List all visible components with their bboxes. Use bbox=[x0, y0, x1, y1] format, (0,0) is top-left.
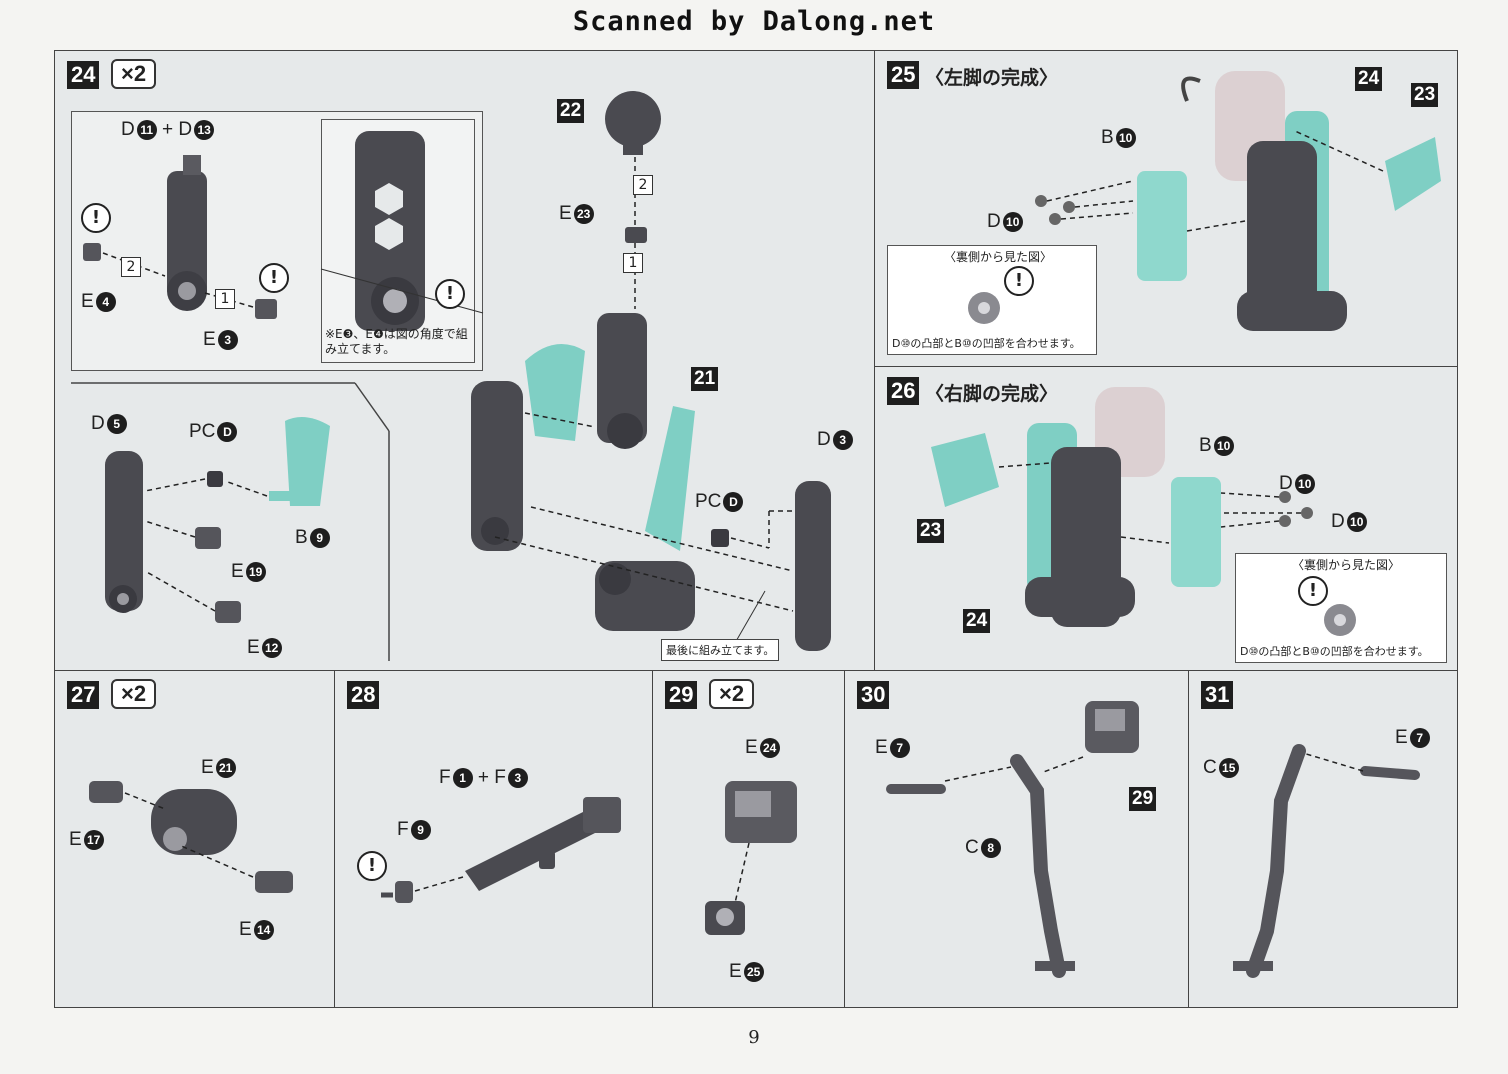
part-tag-24: 24 bbox=[963, 609, 991, 633]
caution-icon: ! bbox=[81, 203, 111, 233]
step-30-artwork bbox=[886, 701, 1139, 978]
step-number: 28 bbox=[347, 681, 380, 709]
assemble-last-note: 最後に組み立てます。 bbox=[661, 639, 780, 661]
part-tag-23: 23 bbox=[1411, 83, 1439, 107]
part-tag-22: 22 bbox=[557, 99, 585, 123]
step-28-artwork bbox=[381, 797, 621, 903]
inset-note: D⑩の凸部とB⑩の凹部を合わせます。 bbox=[892, 337, 1081, 350]
step-27-artwork bbox=[89, 781, 293, 893]
step-29-artwork bbox=[705, 781, 797, 935]
inset-title: 〈裏側から見た図〉 bbox=[1292, 558, 1401, 572]
order-box-2: 2 bbox=[633, 175, 653, 195]
caution-icon: ! bbox=[1298, 576, 1328, 606]
back-view-inset: 〈裏側から見た図〉 ! D⑩の凸部とB⑩の凹部を合わせます。 bbox=[1235, 553, 1447, 663]
part-tag-29: 29 bbox=[1129, 787, 1157, 811]
inset-artwork bbox=[968, 292, 1000, 324]
back-view-inset: 〈裏側から見た図〉 ! D⑩の凸部とB⑩の凹部を合わせます。 bbox=[887, 245, 1097, 355]
part-tag-21: 21 bbox=[691, 367, 719, 391]
step-24-artwork bbox=[71, 91, 831, 661]
step-number: 24 bbox=[67, 61, 100, 89]
step-title: 〈右脚の完成〉 bbox=[925, 383, 1059, 405]
caution-icon: ! bbox=[259, 263, 289, 293]
part-tag-23: 23 bbox=[917, 519, 945, 543]
step-number: 26 bbox=[887, 377, 920, 405]
page-number: 9 bbox=[748, 1027, 760, 1048]
multiplier-badge: ×2 bbox=[111, 59, 157, 89]
caution-icon: ! bbox=[357, 851, 387, 881]
inset-title: 〈裏側から見た図〉 bbox=[944, 250, 1053, 264]
inset-note: D⑩の凸部とB⑩の凹部を合わせます。 bbox=[1240, 645, 1429, 658]
step-26-artwork bbox=[931, 387, 1313, 627]
order-box-2: 2 bbox=[121, 257, 141, 277]
step-number: 25 bbox=[887, 61, 920, 89]
caution-icon: ! bbox=[435, 279, 465, 309]
step-title: 〈左脚の完成〉 bbox=[925, 67, 1059, 89]
step-number: 27 bbox=[67, 681, 100, 709]
step-number: 30 bbox=[857, 681, 890, 709]
step-24-panel: 24 ×2 bbox=[54, 50, 876, 672]
inset-artwork bbox=[1324, 604, 1356, 636]
caution-icon: ! bbox=[1004, 266, 1034, 296]
step-31-artwork bbox=[1233, 744, 1420, 978]
assembly-angle-note: ※E❸、E❹は図の角度で組み立てます。 bbox=[325, 327, 468, 356]
multiplier-badge: ×2 bbox=[111, 679, 157, 709]
step-number: 31 bbox=[1201, 681, 1234, 709]
order-box-1: 1 bbox=[623, 253, 643, 273]
part-tag-24: 24 bbox=[1355, 67, 1383, 91]
order-box-1: 1 bbox=[215, 289, 235, 309]
multiplier-badge: ×2 bbox=[709, 679, 755, 709]
step-number: 29 bbox=[665, 681, 698, 709]
step-25-artwork bbox=[1035, 71, 1441, 331]
scan-credit: Scanned by Dalong.net bbox=[572, 6, 936, 37]
